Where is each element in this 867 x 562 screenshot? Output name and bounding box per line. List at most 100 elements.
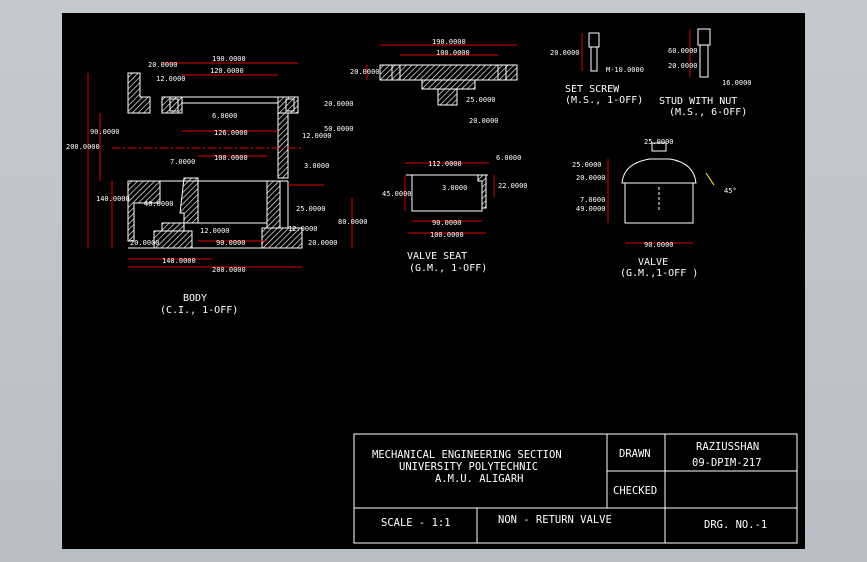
dim-text: 100.0000 bbox=[430, 231, 464, 239]
view-spec: (G.M.,1-OFF ) bbox=[620, 268, 698, 279]
view-title: VALVE SEAT bbox=[407, 251, 467, 262]
dim-text: M-10.0000 bbox=[606, 66, 644, 74]
section-name: MECHANICAL ENGINEERING SECTION bbox=[372, 449, 562, 461]
dim-text: 20.0000 bbox=[324, 100, 354, 108]
dim-text: 12.0000 bbox=[156, 75, 186, 83]
university-name: A.M.U. ALIGARH bbox=[435, 473, 524, 485]
valve-seat-body bbox=[411, 174, 483, 212]
drawn-id: 09-DPIM-217 bbox=[692, 457, 762, 469]
dim-text: 100.0000 bbox=[436, 49, 470, 57]
set-screw-shank bbox=[590, 46, 598, 72]
cover-view: 190.0000 100.0000 20.0000 25.0000 20.000… bbox=[350, 38, 518, 125]
drawing-number: DRG. NO.-1 bbox=[704, 519, 767, 531]
dim-text: 20.0000 bbox=[668, 62, 698, 70]
dim-text: 140.0000 bbox=[162, 257, 196, 265]
body-view: 190.0000 120.0000 12.0000 20.0000 20.000… bbox=[66, 55, 368, 316]
dim-text: 12.0000 bbox=[302, 132, 332, 140]
body-top-boss-left bbox=[161, 96, 183, 114]
dim-text: 40.0000 bbox=[144, 200, 174, 208]
dim-text: 7.0000 bbox=[580, 196, 605, 204]
dim-text: 20.0000 bbox=[308, 239, 338, 247]
dim-text: 200.0000 bbox=[66, 143, 100, 151]
drawn-name: RAZIUSSHAN bbox=[696, 441, 759, 453]
view-spec: (C.I., 1-OFF) bbox=[160, 305, 238, 316]
dim-text: 112.0000 bbox=[428, 160, 462, 168]
cover-hole-right bbox=[497, 64, 507, 81]
body-right-wall bbox=[277, 112, 289, 179]
valve-seat-lip bbox=[477, 174, 487, 209]
dim-text: 7.0000 bbox=[170, 158, 195, 166]
dim-text: 200.0000 bbox=[212, 266, 246, 274]
dim-text: 25.0000 bbox=[572, 161, 602, 169]
body-top-flange-left bbox=[127, 72, 151, 114]
view-title: VALVE bbox=[638, 257, 668, 268]
dim-text: 140.0000 bbox=[96, 195, 130, 203]
stud-nut bbox=[697, 28, 711, 46]
dim-text: 100.0000 bbox=[214, 154, 248, 162]
chamfer-leader bbox=[705, 172, 715, 186]
dim-text: 20.0000 bbox=[130, 239, 160, 247]
view-spec: (M.S., 1-OFF) bbox=[565, 95, 643, 106]
dim-text: 6.0000 bbox=[496, 154, 521, 162]
dim-text: 126.0000 bbox=[214, 129, 248, 137]
dim-text: 20.0000 bbox=[550, 49, 580, 57]
dim-text: 90.0000 bbox=[90, 128, 120, 136]
dim-text: 20.0000 bbox=[350, 68, 380, 76]
cover-guide bbox=[437, 88, 458, 106]
dim-text: 45° bbox=[724, 187, 737, 195]
checked-label: CHECKED bbox=[613, 485, 657, 497]
college-name: UNIVERSITY POLYTECHNIC bbox=[399, 461, 538, 473]
stud-view: 60.0000 20.0000 16.0000 STUD WITH NUT (M… bbox=[659, 28, 752, 118]
view-title: BODY bbox=[183, 293, 207, 304]
valve-body bbox=[624, 182, 694, 224]
dim-text: 80.0000 bbox=[338, 218, 368, 226]
cover-flange bbox=[379, 64, 518, 81]
stud-hole-right bbox=[285, 98, 295, 112]
drawing-sheet: 190.0000 120.0000 12.0000 20.0000 20.000… bbox=[62, 13, 805, 549]
dim-text: 49.0000 bbox=[576, 205, 606, 213]
dim-text: 90.0000 bbox=[216, 239, 246, 247]
dim-text: 3.0000 bbox=[304, 162, 329, 170]
dim-text: 120.0000 bbox=[210, 67, 244, 75]
view-spec: (M.S., 6-OFF) bbox=[669, 107, 747, 118]
dim-text: 90.0000 bbox=[644, 241, 674, 249]
valve-head bbox=[621, 158, 697, 184]
cover-hole-left bbox=[391, 64, 401, 81]
view-spec: (G.M., 1-OFF) bbox=[409, 263, 487, 274]
drawing-title: NON - RETURN VALVE bbox=[498, 514, 612, 526]
cad-drawing: 190.0000 120.0000 12.0000 20.0000 20.000… bbox=[66, 28, 798, 544]
view-title: SET SCREW bbox=[565, 84, 620, 95]
dim-text: 190.0000 bbox=[432, 38, 466, 46]
dim-text: 20.0000 bbox=[469, 117, 499, 125]
dim-text: 190.0000 bbox=[212, 55, 246, 63]
dim-text: 16.0000 bbox=[722, 79, 752, 87]
dim-text: 45.0000 bbox=[382, 190, 412, 198]
scale-text: SCALE - 1:1 bbox=[381, 517, 451, 529]
dim-text: 20.0000 bbox=[148, 61, 178, 69]
dim-text: 12.0000 bbox=[288, 225, 318, 233]
dim-text: 20.0000 bbox=[576, 174, 606, 182]
dim-text: 25.0000 bbox=[296, 205, 326, 213]
drawn-label: DRAWN bbox=[619, 448, 651, 460]
body-inner-seat-right bbox=[266, 180, 281, 229]
body-bottom-left bbox=[153, 230, 193, 249]
stud-hole-left bbox=[169, 98, 179, 112]
cover-spigot bbox=[421, 79, 476, 90]
dim-text: 6.0000 bbox=[212, 112, 237, 120]
dim-text: 3.0000 bbox=[442, 184, 467, 192]
dim-text: 25.0000 bbox=[466, 96, 496, 104]
dim-text: 22.0000 bbox=[498, 182, 528, 190]
stud-shank bbox=[699, 44, 709, 78]
title-block: MECHANICAL ENGINEERING SECTION UNIVERSIT… bbox=[353, 433, 798, 544]
view-title: STUD WITH NUT bbox=[659, 96, 737, 107]
body-top-boss-right bbox=[277, 96, 299, 114]
valve-seat-view: 112.0000 6.0000 45.0000 3.0000 22.0000 9… bbox=[382, 154, 528, 274]
set-screw-view: 20.0000 M-10.0000 SET SCREW (M.S., 1-OFF… bbox=[550, 32, 644, 106]
dim-text: 90.0000 bbox=[432, 219, 462, 227]
valve-view: 25.0000 25.0000 20.0000 7.0000 49.0000 9… bbox=[572, 138, 737, 279]
set-screw-head bbox=[588, 32, 600, 48]
title-block-frame bbox=[353, 433, 798, 544]
dim-text: 12.0000 bbox=[200, 227, 230, 235]
dim-text: 60.0000 bbox=[668, 47, 698, 55]
dim-text: 25.0000 bbox=[644, 138, 674, 146]
